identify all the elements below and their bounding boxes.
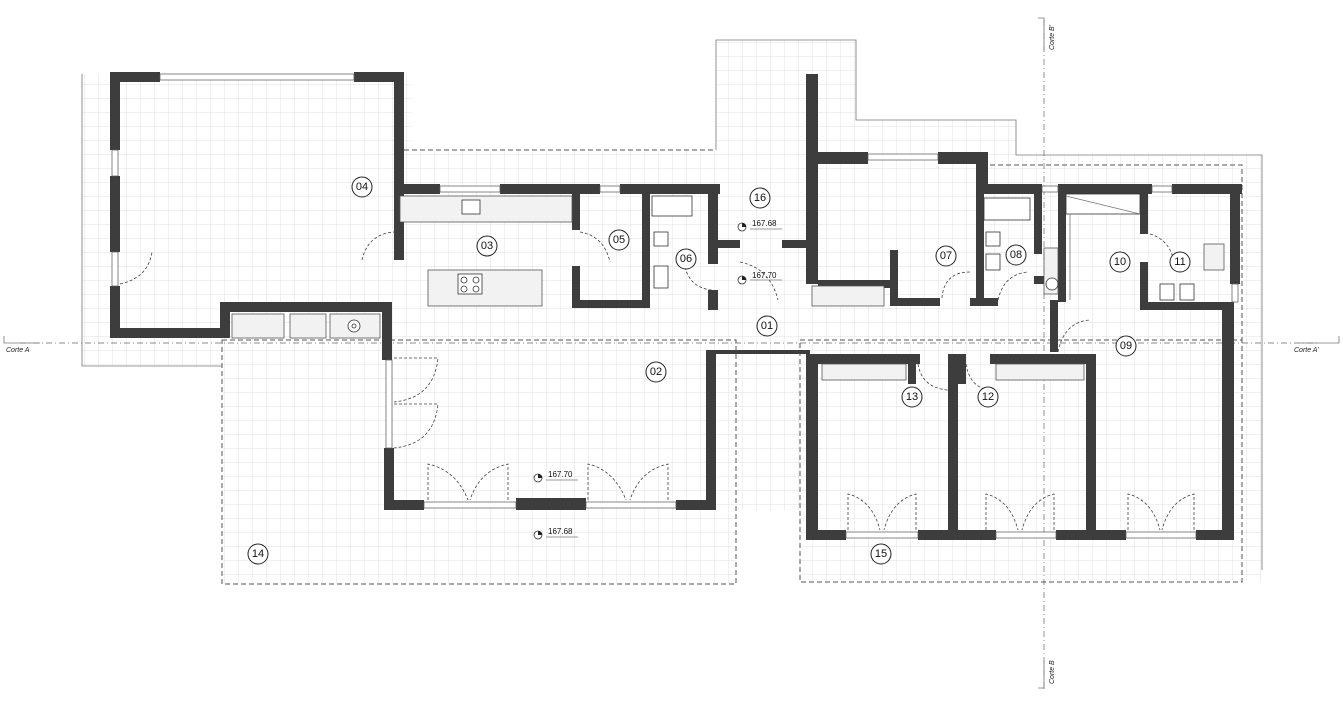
room-tag-05: 05 (608, 229, 630, 251)
room-tag-09: 09 (1115, 335, 1137, 357)
room-tag-16: 16 (749, 187, 771, 209)
room-tag-01: 01 (756, 315, 778, 337)
room-label: 07 (940, 250, 952, 262)
room-label: 05 (613, 234, 625, 246)
terrace-outlines (81, 39, 1263, 585)
room-tag-03: 03 (476, 235, 498, 257)
room-label: 02 (650, 366, 662, 378)
room-tag-13: 13 (901, 386, 923, 408)
room-tag-07: 07 (935, 245, 957, 267)
section-label-b-top: Corte B' (1049, 24, 1056, 50)
room-tag-11: 11 (1169, 251, 1191, 273)
room-tag-10: 10 (1109, 251, 1131, 273)
room-tag-15: 15 (870, 543, 892, 565)
room-label: 10 (1114, 256, 1126, 268)
elevation-marker: 167.68 (737, 219, 782, 232)
elevation-marker: 167.70 (737, 271, 782, 285)
room-label: 03 (481, 240, 493, 252)
room-label: 16 (754, 192, 766, 204)
room-label: 01 (761, 320, 773, 332)
room-label: 13 (906, 391, 918, 403)
section-labels: Corte A Corte A' Corte B' Corte B (6, 24, 1319, 684)
room-tag-06: 06 (675, 248, 697, 270)
room-tags: 01 02 03 04 05 06 07 08 09 10 11 12 13 1… (247, 176, 1191, 565)
room-label: 14 (252, 548, 264, 560)
room-label: 12 (982, 391, 994, 403)
elevation-marker: 167.68 (533, 527, 578, 540)
elevation-label: 167.70 (548, 470, 573, 479)
room-tag-02: 02 (645, 361, 667, 383)
elevation-label: 167.68 (752, 219, 777, 228)
section-label-a-left: Corte A (6, 347, 30, 354)
windows (111, 73, 1239, 539)
room-label: 08 (1010, 249, 1022, 261)
fixtures (231, 193, 1225, 381)
room-tag-08: 08 (1005, 244, 1027, 266)
room-label: 15 (875, 548, 887, 560)
room-label: 06 (680, 253, 692, 265)
elevation-marker: 167.70 (533, 470, 578, 483)
elevation-label: 167.68 (548, 527, 573, 536)
elevation-label: 167.70 (752, 271, 777, 280)
room-tag-12: 12 (977, 386, 999, 408)
room-label: 04 (356, 181, 368, 193)
room-tag-14: 14 (247, 543, 269, 565)
doors (119, 231, 1195, 531)
room-label: 09 (1120, 340, 1132, 352)
room-tag-04: 04 (351, 176, 373, 198)
walls (110, 72, 1242, 540)
elevation-markers: 167.68 167.70 167.70 167.68 (533, 219, 782, 540)
section-label-b-bottom: Corte B (1049, 660, 1056, 684)
room-label: 11 (1174, 256, 1185, 268)
section-label-a-right: Corte A' (1294, 347, 1319, 354)
